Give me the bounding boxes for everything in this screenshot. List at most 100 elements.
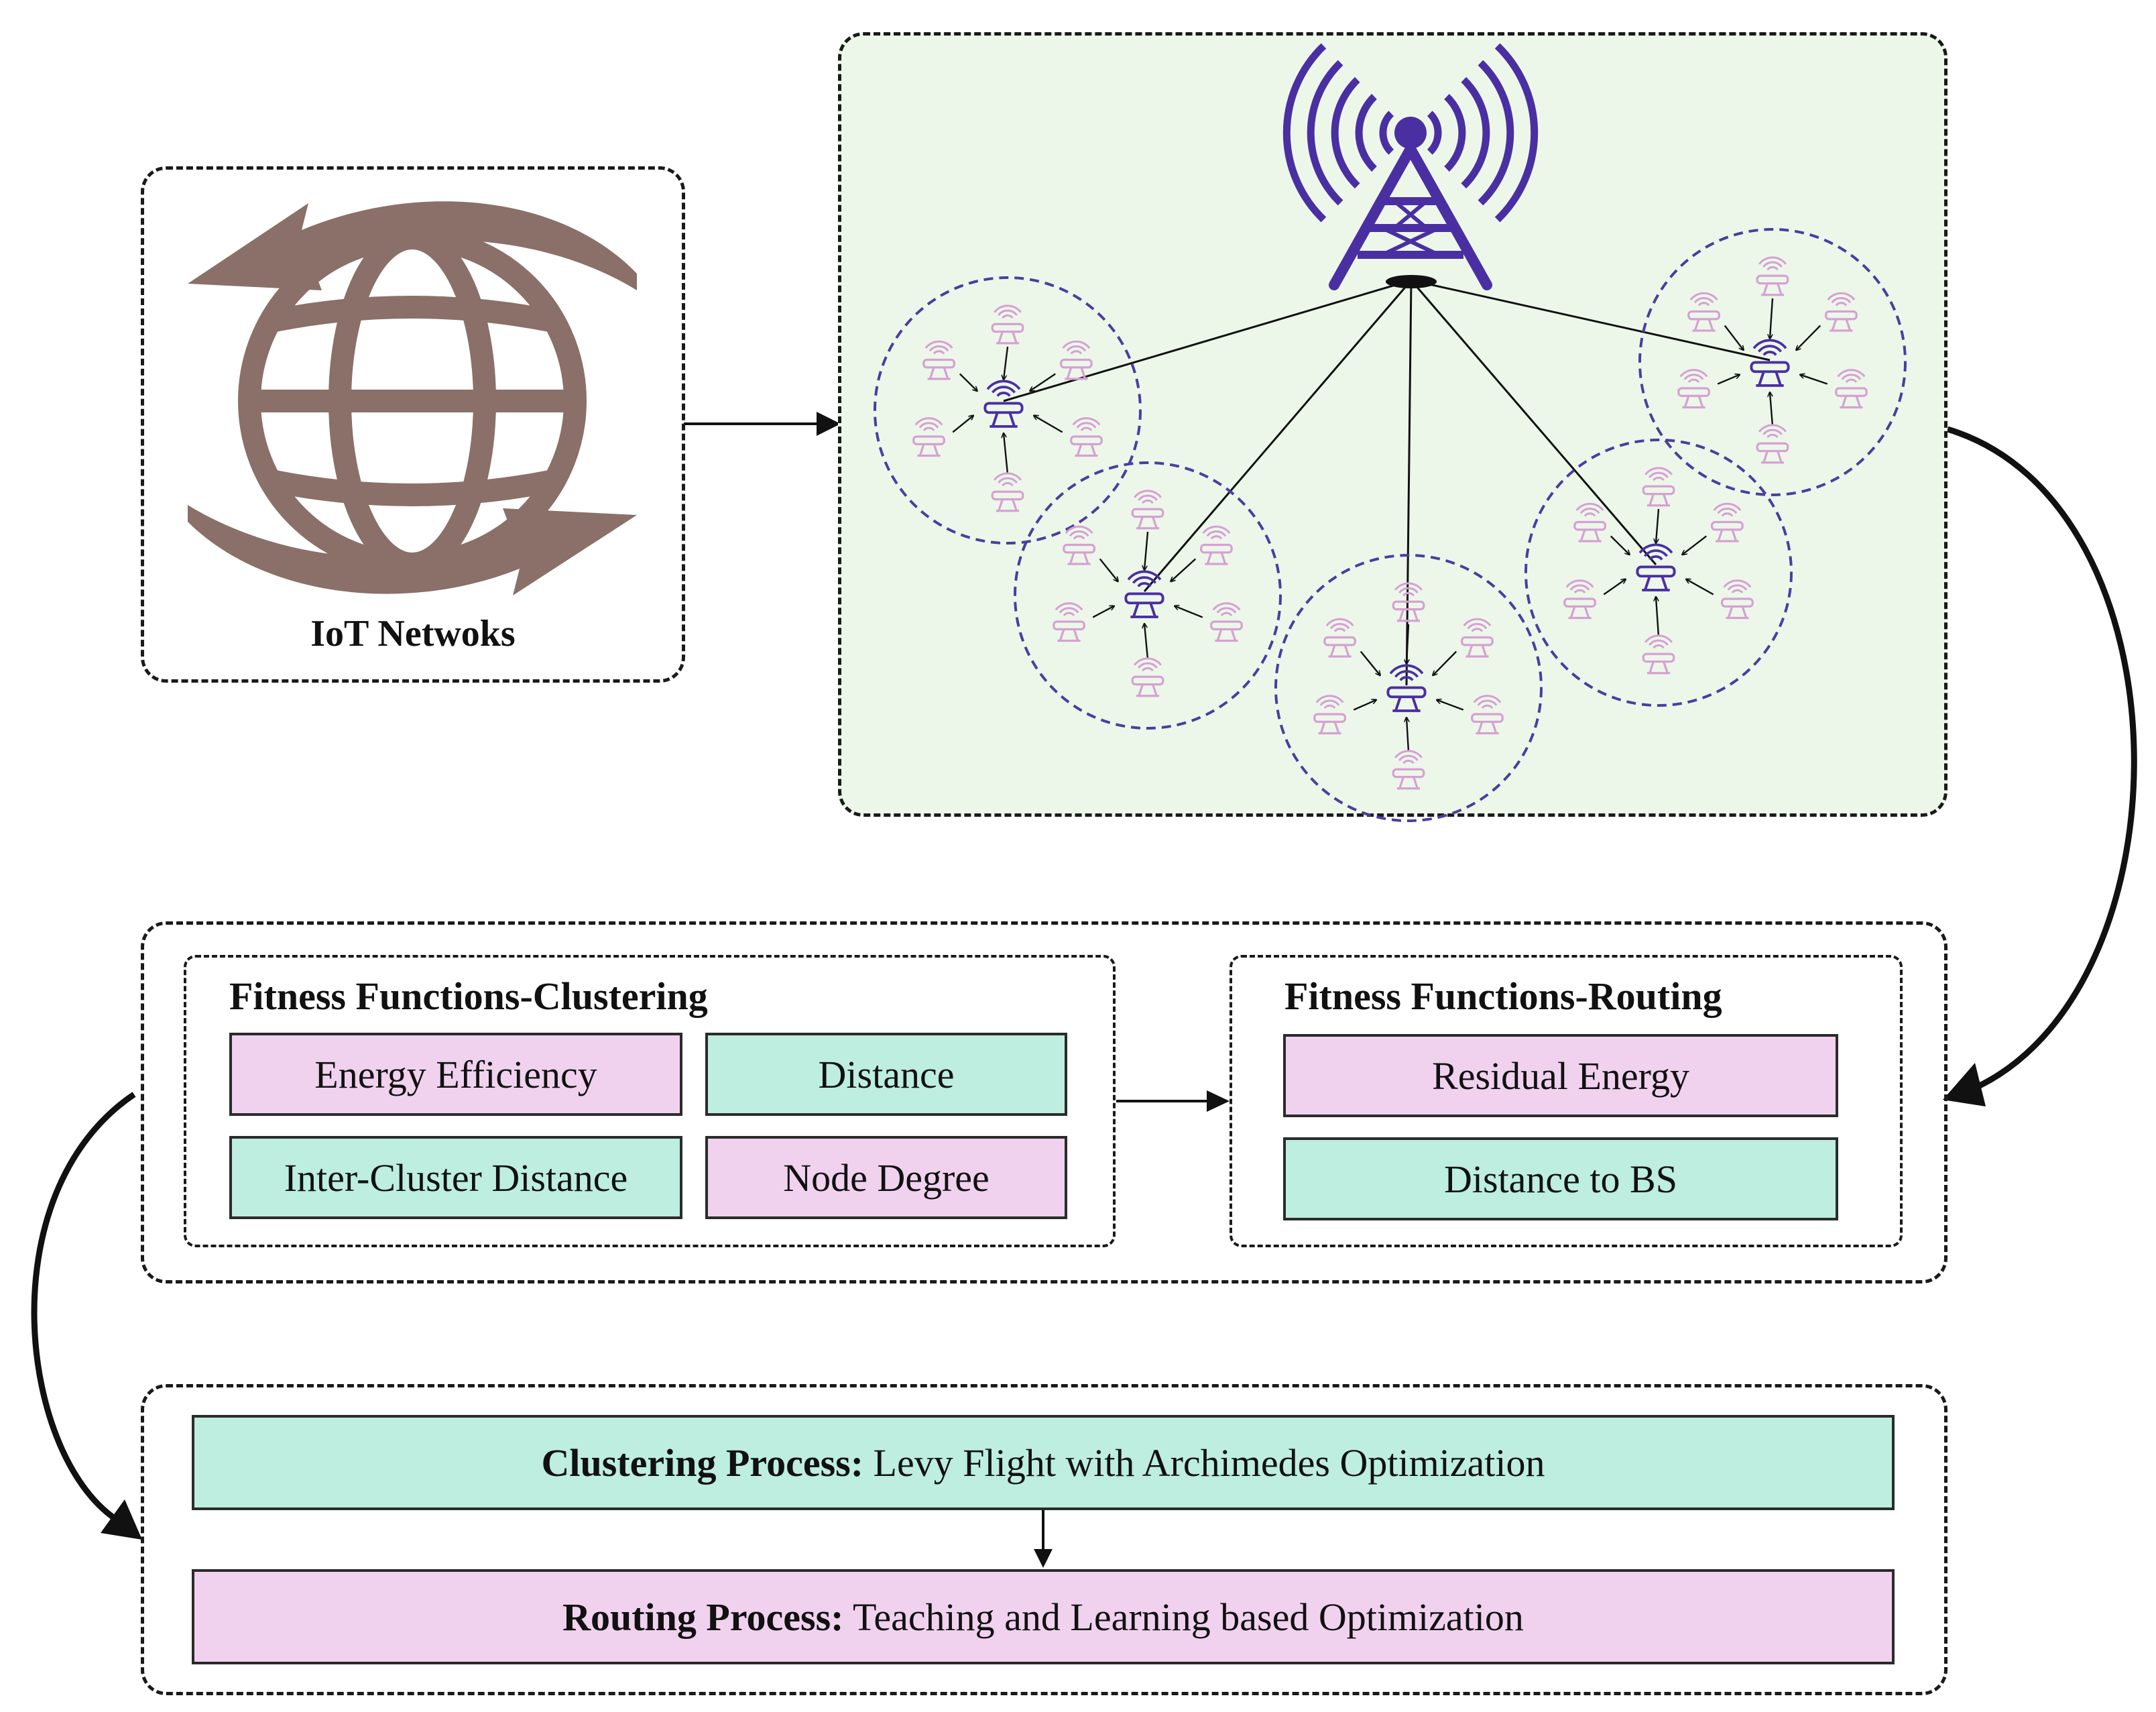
iot-networks-label: IoT Netwoks <box>310 613 516 654</box>
cluster-2 <box>1014 461 1282 730</box>
sensor-node-icon <box>1824 292 1858 332</box>
sensor-link-arrow <box>1171 558 1197 582</box>
sensor-link-arrow <box>1656 597 1660 637</box>
sensor-node-icon <box>1313 695 1346 735</box>
tower-link <box>1411 279 1771 361</box>
sensor-node-icon <box>1392 582 1425 622</box>
sensor-node-icon <box>1642 467 1675 507</box>
sensor-node-icon <box>991 304 1024 345</box>
globe-icon <box>238 227 587 575</box>
cluster-head-icon <box>1124 570 1164 618</box>
sensor-link-arrow <box>1800 375 1828 385</box>
cluster-4 <box>1524 439 1793 707</box>
routing-process-text: Teaching and Learning based Optimization <box>843 1595 1524 1639</box>
process-box <box>141 1384 1948 1695</box>
process-arrow-head <box>1034 1549 1053 1568</box>
cluster-head-icon <box>1386 664 1427 712</box>
cluster-3 <box>1274 554 1543 822</box>
sensor-node-icon <box>1131 657 1164 697</box>
fitness-to-process-arrow <box>31 1092 136 1525</box>
sensor-node-icon <box>1677 369 1710 409</box>
routing-process-label: Routing Process: <box>562 1595 844 1639</box>
tower-link <box>1003 279 1412 402</box>
sensor-node-icon <box>1053 602 1085 642</box>
sensor-node-icon <box>1199 525 1233 565</box>
cluster-5 <box>1638 228 1907 496</box>
sensor-node-icon <box>1573 502 1607 543</box>
sensor-node-icon <box>1835 369 1868 409</box>
routing-fitness-panel <box>1230 955 1903 1247</box>
sensor-node-icon <box>1642 634 1675 675</box>
cluster-head-icon <box>1636 543 1676 591</box>
globe-illustration <box>188 201 637 595</box>
cluster-1 <box>874 276 1142 545</box>
sensor-link-arrow <box>1406 718 1409 752</box>
sensor-link-arrow <box>1770 298 1774 339</box>
cluster-head-icon <box>983 380 1024 428</box>
cluster-head-icon <box>1750 339 1790 387</box>
inter-cluster-distance-cell: Inter-Cluster Distance <box>229 1136 682 1219</box>
sensor-node-icon <box>1059 340 1093 380</box>
sensor-link-arrow <box>1004 346 1009 380</box>
network-to-routing-arrow <box>1946 426 2137 1093</box>
routing-fitness-title: Fitness Functions-Routing <box>1284 974 1722 1018</box>
clustering-fitness-title: Fitness Functions-Clustering <box>229 974 708 1018</box>
sensor-link-arrow <box>1610 535 1630 555</box>
routing-process-bar: Routing Process: Teaching and Learning b… <box>192 1569 1895 1664</box>
sensor-link-arrow <box>1034 416 1063 433</box>
sensor-link-arrow <box>1656 508 1660 543</box>
tower-link <box>1143 280 1413 592</box>
sensor-node-icon <box>1210 602 1243 642</box>
sensor-link-arrow <box>1360 650 1380 676</box>
fitness-functions-box <box>141 921 1948 1283</box>
clustering-fitness-panel <box>184 955 1116 1247</box>
sensor-node-icon <box>1756 424 1789 464</box>
sensor-link-arrow <box>1770 392 1774 426</box>
sensor-node-icon <box>1392 750 1425 790</box>
tower-link <box>1405 280 1413 686</box>
sensor-node-icon <box>912 417 945 457</box>
tower-link <box>1410 280 1657 565</box>
cluster-boundary <box>1274 554 1543 822</box>
sensor-link-arrow <box>1717 375 1740 385</box>
sensor-node-icon <box>1710 502 1744 543</box>
sensor-link-arrow <box>1603 579 1626 595</box>
network-to-routing-head <box>1943 1063 1986 1106</box>
energy-efficiency-cell: Energy Efficiency <box>229 1033 682 1116</box>
cluster-boundary <box>1014 461 1282 730</box>
sensor-node-icon <box>1721 579 1754 620</box>
iot-to-network-head <box>817 412 841 436</box>
sensor-link-arrow <box>1004 433 1009 475</box>
sensor-link-arrow <box>1175 606 1203 618</box>
sensor-link-arrow <box>1433 650 1457 676</box>
sensor-link-arrow <box>1437 700 1464 711</box>
sensor-link-arrow <box>1796 325 1821 351</box>
sensor-link-arrow <box>1353 700 1376 711</box>
sensor-link-arrow <box>1030 373 1056 392</box>
distance-to-bs-cell: Distance to BS <box>1283 1137 1838 1220</box>
sensor-node-icon <box>1323 618 1357 658</box>
tower-icon <box>1282 43 1539 290</box>
network-box <box>838 32 1948 817</box>
sensor-link-arrow <box>1682 535 1707 555</box>
sensor-node-icon <box>991 472 1024 512</box>
sensor-node-icon <box>1563 579 1596 620</box>
clustering-process-label: Clustering Process: <box>541 1440 864 1485</box>
sensor-node-icon <box>1063 525 1096 565</box>
sensor-node-icon <box>1471 695 1504 735</box>
clustering-to-routing-head <box>1207 1090 1230 1112</box>
cluster-boundary <box>874 276 1142 545</box>
sensor-link-arrow <box>1099 558 1118 582</box>
fitness-to-process-head <box>101 1499 142 1540</box>
sensor-link-arrow <box>1406 624 1409 664</box>
sensor-link-arrow <box>1686 579 1714 595</box>
cluster-boundary <box>1638 228 1907 496</box>
distance-cell: Distance <box>705 1033 1067 1116</box>
cluster-boundary <box>1524 439 1793 707</box>
sensor-link-arrow <box>1724 325 1744 351</box>
sensor-node-icon <box>922 340 956 380</box>
sensor-node-icon <box>1756 256 1789 296</box>
clustering-process-text: Levy Flight with Archimedes Optimization <box>863 1440 1545 1485</box>
sensor-node-icon <box>1460 618 1494 658</box>
